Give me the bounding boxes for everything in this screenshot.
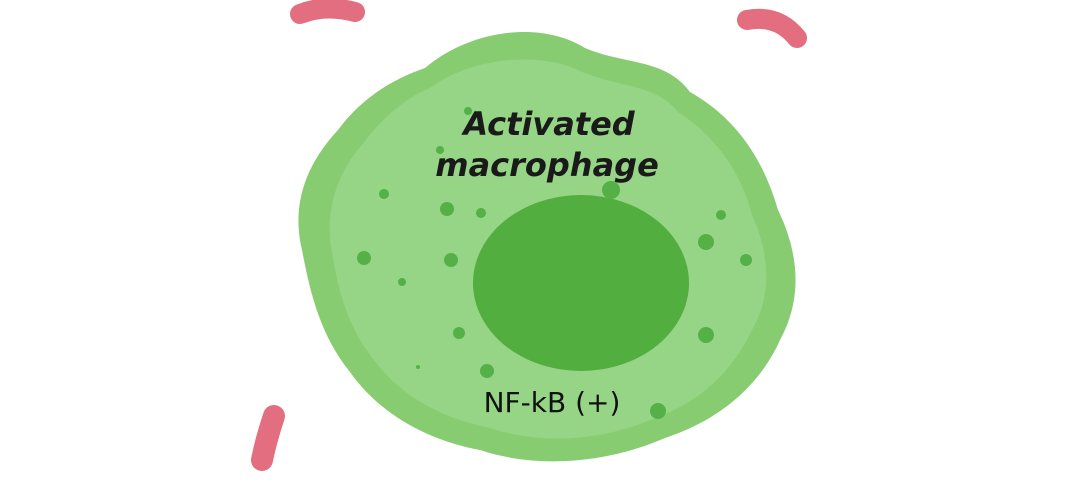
granule — [444, 253, 458, 267]
cell-title-line2: macrophage — [435, 146, 659, 184]
granule — [453, 327, 465, 339]
granule — [416, 365, 420, 369]
nucleus — [473, 195, 689, 371]
granule — [650, 403, 666, 419]
cell-title-line1: Activated — [460, 105, 635, 143]
granule — [740, 254, 752, 266]
granule — [357, 251, 371, 265]
bacterium-top-left — [290, 0, 365, 24]
bacterium-top-right — [737, 8, 807, 48]
granule — [698, 234, 714, 250]
nfkb-marker-label: NF-kB (+) — [484, 386, 621, 419]
granule — [440, 202, 454, 216]
granule — [398, 278, 406, 286]
granule — [476, 208, 486, 218]
granule — [602, 181, 620, 199]
granule — [464, 107, 472, 115]
granule — [716, 210, 726, 220]
granule — [698, 327, 714, 343]
bacteria-group — [251, 0, 807, 471]
granule — [480, 364, 494, 378]
bacterium-bottom-left — [251, 405, 285, 471]
granules — [357, 107, 752, 419]
granule — [379, 189, 389, 199]
granule — [436, 146, 444, 154]
